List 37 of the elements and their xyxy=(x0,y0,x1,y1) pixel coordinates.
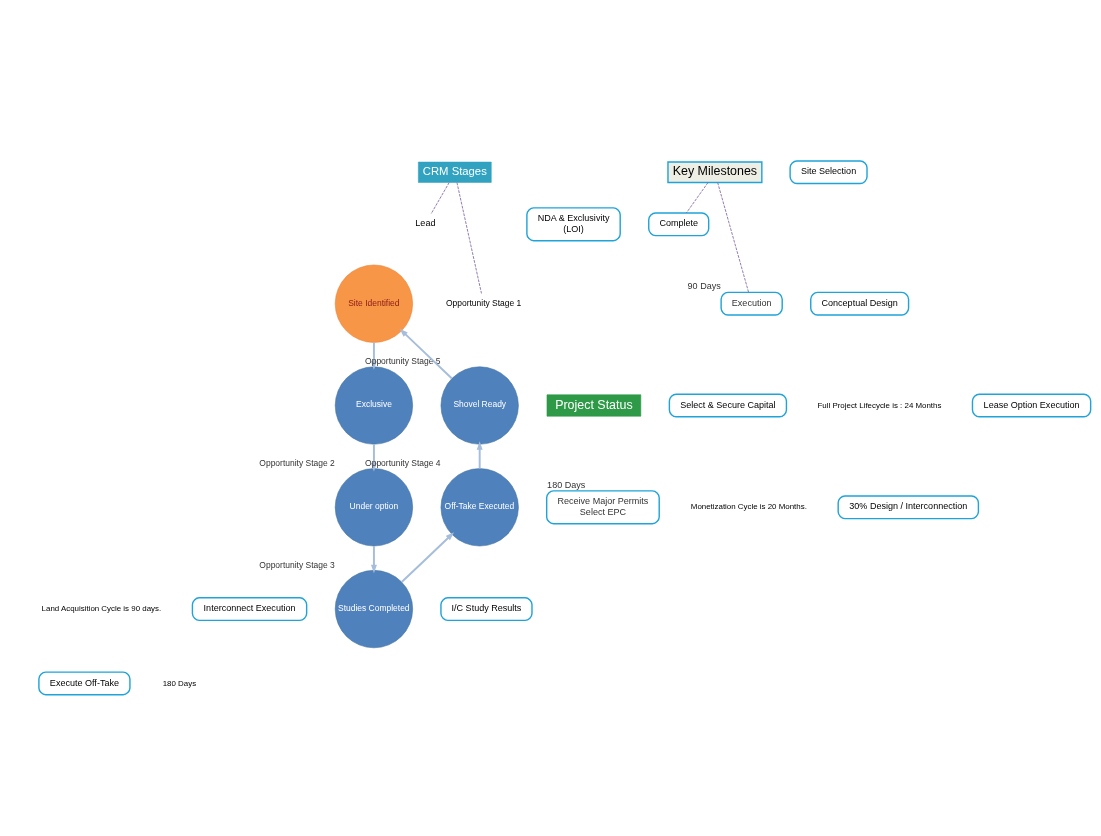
node-text: Opportunity Stage 1 xyxy=(445,297,522,308)
connector xyxy=(456,181,482,294)
node-box: Interconnect Execution xyxy=(191,596,308,621)
node-box: CRM Stages xyxy=(418,161,492,183)
node-box: Execution xyxy=(720,291,783,316)
node-circle: Exclusive xyxy=(334,366,413,445)
node-box: NDA & Exclusivity (LOI) xyxy=(526,206,621,241)
node-box: Site Selection xyxy=(789,159,868,184)
node-label: Opportunity Stage 4 xyxy=(365,457,441,468)
node-text: Lead xyxy=(415,217,436,228)
node-label: Opportunity Stage 5 xyxy=(365,355,441,366)
node-box: Conceptual Design xyxy=(810,291,910,316)
connector xyxy=(717,181,750,293)
arrow xyxy=(399,328,453,379)
node-label: 90 Days xyxy=(687,280,721,291)
node-box: 30% Design / Interconnection xyxy=(837,494,980,519)
node-box: I/C Study Results xyxy=(440,596,533,621)
node-box: Execute Off-Take xyxy=(38,670,131,695)
node-circle: Shovel Ready xyxy=(440,366,519,445)
node-label: 180 Days xyxy=(547,479,586,490)
connector xyxy=(430,181,450,214)
node-circle: Studies Completed xyxy=(334,569,413,648)
node-circle: Off-Take Executed xyxy=(440,467,519,546)
node-box: Receive Major Permits Select EPC xyxy=(545,489,660,524)
node-label: Opportunity Stage 2 xyxy=(259,457,335,468)
arrow xyxy=(370,544,377,573)
node-box: Select & Secure Capital xyxy=(668,393,788,417)
node-label: Opportunity Stage 3 xyxy=(259,559,335,570)
arrow xyxy=(400,531,455,583)
node-box: Key Milestones xyxy=(667,160,763,183)
connector xyxy=(686,181,709,213)
node-box: Complete xyxy=(648,211,710,236)
arrow xyxy=(476,440,483,470)
node-box: Project Status xyxy=(546,393,642,417)
node-circle: Site Identified xyxy=(334,264,413,343)
node-circle: Under option xyxy=(334,467,413,546)
node-box: Lease Option Execution xyxy=(971,393,1092,417)
